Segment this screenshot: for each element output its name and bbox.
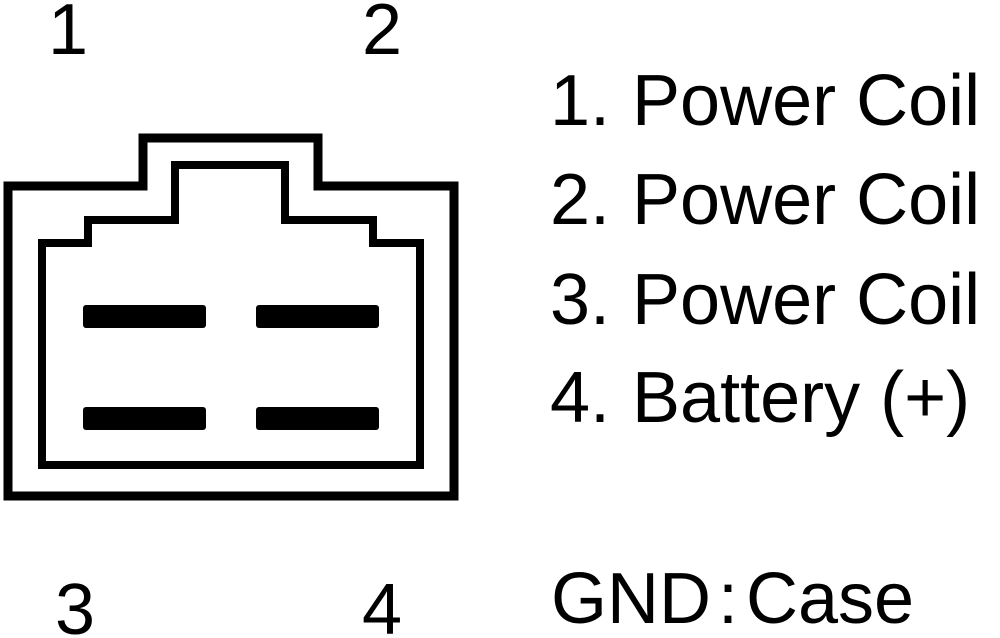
legend-number: 2. [550,160,610,240]
terminal-pin-1 [83,305,206,328]
ground-value: Case [746,559,914,638]
legend-item-4: 4. Battery (+) [550,358,970,438]
terminal-pin-3 [83,407,206,430]
ground-label: GND [551,559,711,638]
terminal-pin-4 [256,407,379,430]
legend-number: 4. [550,358,610,438]
legend-item-1: 1. Power Coil [550,61,980,141]
legend-number: 3. [550,260,610,340]
pin-number-1: 1 [48,0,88,70]
terminal-pin-2 [256,305,379,328]
legend-label: Battery (+) [632,358,970,438]
pin-legend: 1. Power Coil 2. Power Coil 3. Power Coi… [550,61,980,438]
legend-item-2: 2. Power Coil [550,160,980,240]
legend-item-3: 3. Power Coil [550,260,980,340]
ground-note: GND : Case [551,559,914,638]
connector-outer-housing [3,133,459,501]
pin-number-2: 2 [362,0,402,70]
pin-number-4: 4 [362,570,402,638]
ground-separator: : [718,559,738,638]
pin-number-3: 3 [55,570,95,638]
connector-inner-cavity [38,161,424,469]
legend-number: 1. [550,61,610,141]
legend-label: Power Coil [632,260,980,340]
legend-label: Power Coil [632,61,980,141]
legend-label: Power Coil [632,160,980,240]
